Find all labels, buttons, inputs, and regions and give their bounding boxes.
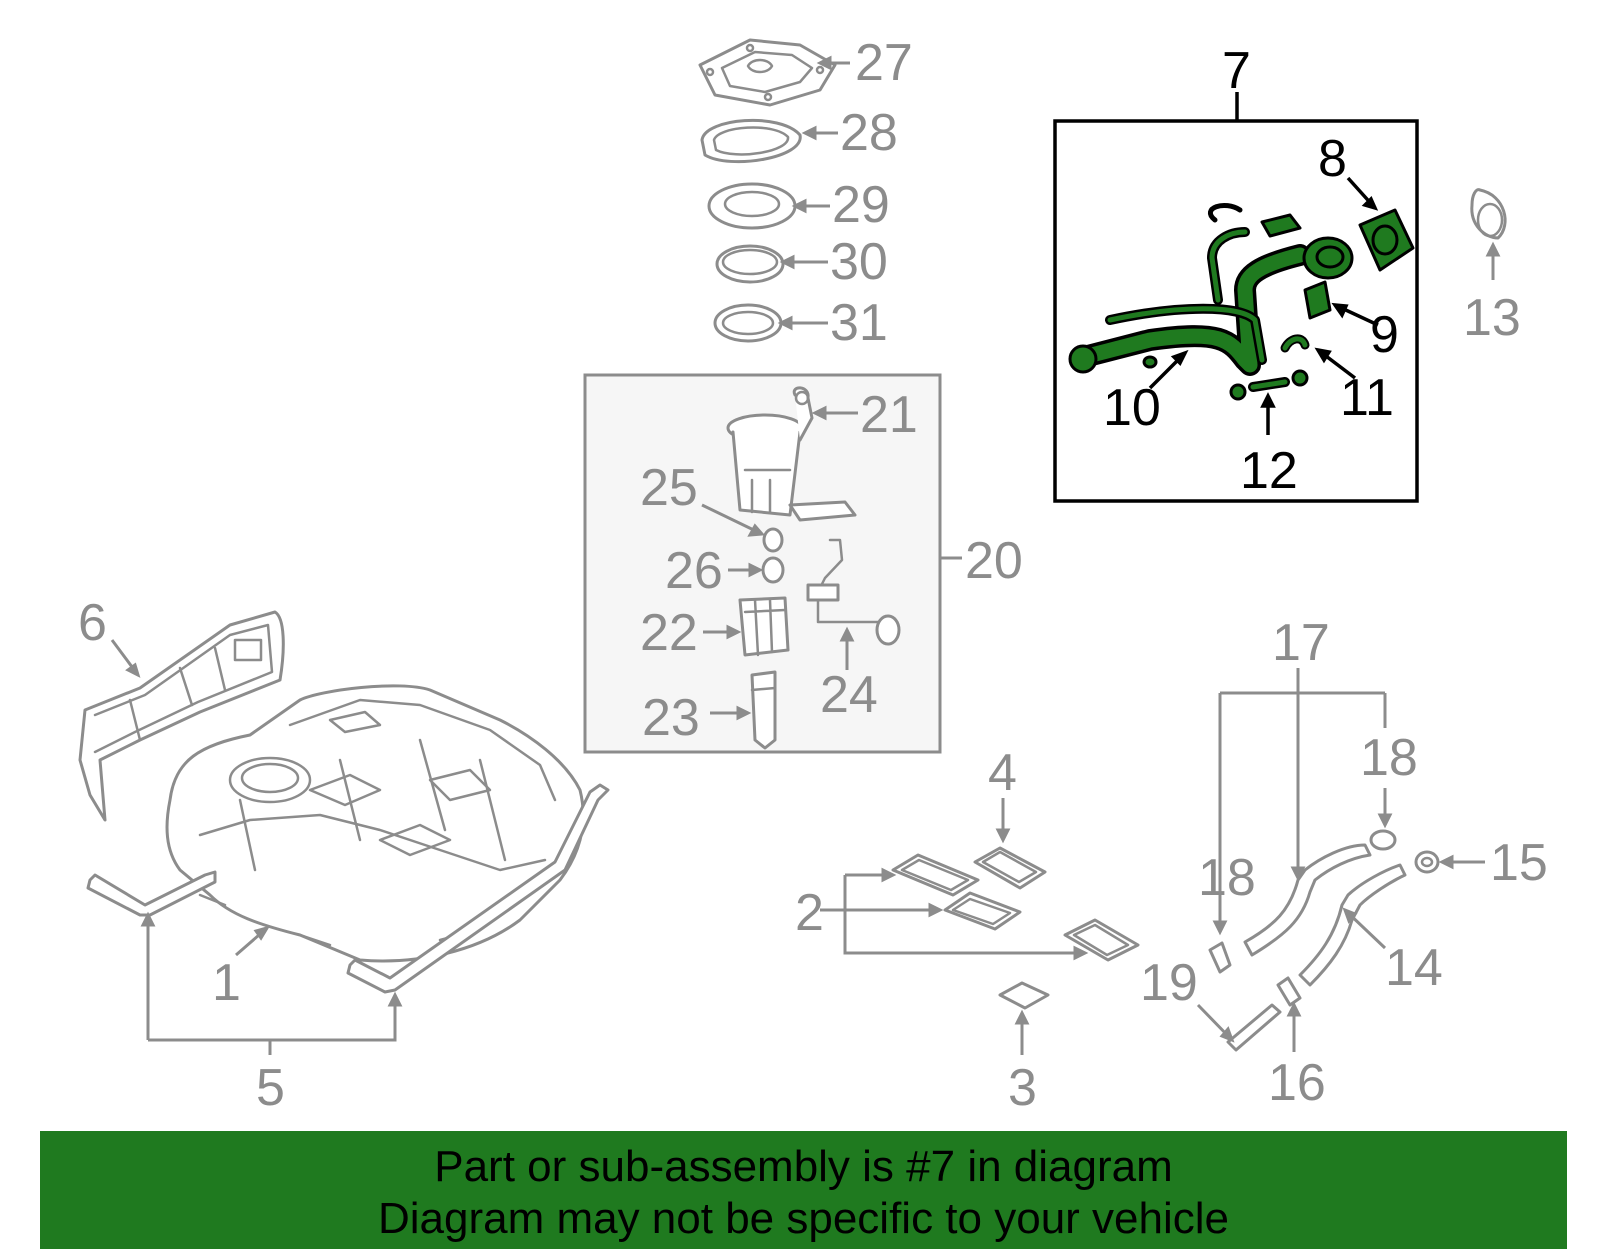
- callout-1: 1: [212, 954, 241, 1012]
- part-30-ring[interactable]: [715, 244, 785, 284]
- callout-24: 24: [820, 666, 878, 724]
- callout-5: 5: [256, 1059, 285, 1117]
- callout-29: 29: [832, 176, 890, 234]
- banner-line-2: Diagram may not be specific to your vehi…: [377, 1194, 1230, 1243]
- callout-4: 4: [988, 744, 1017, 802]
- part-31-ring[interactable]: [713, 303, 783, 343]
- part-2-pads[interactable]: [891, 853, 1140, 962]
- part-22-filter[interactable]: [738, 596, 790, 657]
- part-24-level-sender[interactable]: [806, 538, 901, 646]
- part-29-seal[interactable]: [707, 182, 797, 230]
- callout-11: 11: [1340, 369, 1394, 427]
- part-21-pump-module[interactable]: [726, 386, 857, 522]
- callout-3: 3: [1008, 1059, 1037, 1117]
- callout-12: 12: [1240, 442, 1298, 500]
- callout-17: 17: [1272, 614, 1330, 672]
- callout-26: 26: [665, 542, 723, 600]
- callout-19: 19: [1140, 954, 1198, 1012]
- callout-10: 10: [1103, 379, 1161, 437]
- part-11-hose[interactable]: [1280, 334, 1310, 353]
- callout-13: 13: [1463, 289, 1521, 347]
- part-18-clamp-top[interactable]: [1369, 829, 1397, 851]
- part-3-pad[interactable]: [998, 981, 1050, 1010]
- part-18-clamp-left[interactable]: [1208, 941, 1232, 974]
- callout-18-top: 18: [1360, 729, 1418, 787]
- callout-8: 8: [1318, 130, 1347, 188]
- part-5-straps[interactable]: [86, 783, 610, 994]
- callout-2: 2: [795, 884, 824, 942]
- part-4-pad[interactable]: [973, 846, 1047, 890]
- callout-23: 23: [642, 689, 700, 747]
- callout-27: 27: [855, 34, 913, 92]
- callout-14: 14: [1385, 939, 1443, 997]
- part-16-clamp[interactable]: [1276, 976, 1302, 1007]
- part-9-bracket[interactable]: [1303, 280, 1332, 320]
- part-28-gasket[interactable]: [700, 118, 802, 164]
- part-15-clamp[interactable]: [1414, 850, 1440, 874]
- callout-7: 7: [1222, 42, 1251, 100]
- part-25-oring[interactable]: [762, 527, 784, 553]
- part-6-heat-shield[interactable]: [78, 610, 285, 822]
- part-13-fuel-cap[interactable]: [1470, 188, 1507, 240]
- callout-18-left: 18: [1198, 849, 1256, 907]
- callout-25: 25: [640, 459, 698, 517]
- callout-9: 9: [1370, 306, 1399, 364]
- part-14-hose[interactable]: [1298, 863, 1407, 987]
- callout-20: 20: [965, 532, 1023, 590]
- part-23-fuel-pump[interactable]: [750, 670, 777, 750]
- part-8-fuel-door-housing[interactable]: [1358, 208, 1415, 272]
- banner-line-1: Part or sub-assembly is #7 in diagram: [434, 1142, 1173, 1191]
- callout-28: 28: [840, 104, 898, 162]
- part-19-tube[interactable]: [1226, 1003, 1282, 1052]
- callout-30: 30: [830, 233, 888, 291]
- part-1-fuel-tank[interactable]: [165, 684, 585, 963]
- part-12-hose[interactable]: [1248, 377, 1290, 392]
- notice-banner: Part or sub-assembly is #7 in diagram Di…: [40, 1131, 1567, 1249]
- part-7-filler-neck[interactable]: [1068, 203, 1354, 401]
- callout-21: 21: [860, 386, 918, 444]
- part-27-cover[interactable]: [698, 38, 837, 107]
- callout-22: 22: [640, 604, 698, 662]
- callout-31: 31: [830, 294, 888, 352]
- callout-6: 6: [78, 594, 107, 652]
- callout-15: 15: [1490, 834, 1548, 892]
- part-17-hose-kit[interactable]: [1243, 843, 1372, 957]
- part-26-oring[interactable]: [761, 556, 785, 584]
- callout-16: 16: [1268, 1054, 1326, 1112]
